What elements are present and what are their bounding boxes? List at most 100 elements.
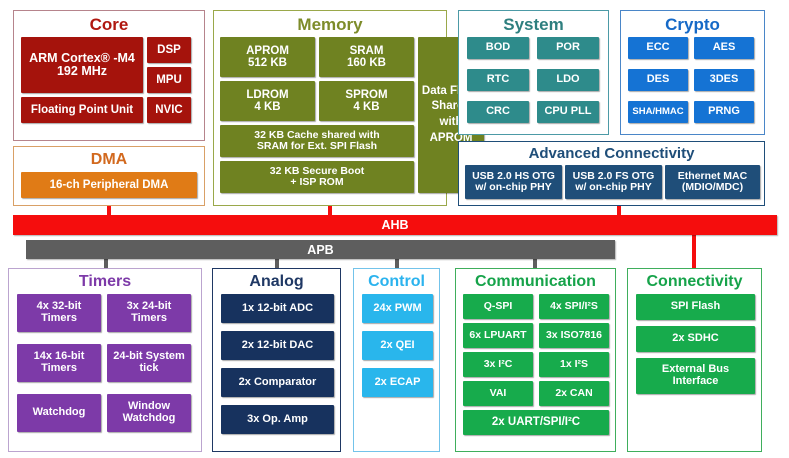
control-block-pwm: 24x PWM: [362, 294, 433, 323]
memory-block-cache: 32 KB Cache shared with SRAM for Ext. SP…: [220, 125, 414, 157]
advanced-usb-fs-line2: w/ on-chip PHY: [575, 181, 652, 193]
advanced-usb-fs-line1: USB 2.0 FS OTG: [572, 169, 655, 182]
memory-boot-line1: 32 KB Secure Boot: [269, 164, 365, 177]
memory-cache-line2: SRAM for Ext. SPI Flash: [256, 140, 378, 152]
panel-title-system: System: [503, 15, 564, 34]
connector-memory-to-ahb: [328, 206, 332, 216]
advanced-connectivity-block-grid: USB 2.0 HS OTG w/ on-chip PHY USB 2.0 FS…: [465, 165, 760, 201]
timers-32bit-line2: Timers: [41, 312, 77, 324]
connectivity-sdhc-line1: 2x SDHC: [672, 332, 719, 345]
dma-block-peripheral: 16-ch Peripheral DMA: [21, 172, 197, 198]
timers-24bit-line1: 3x 24-bit: [126, 300, 172, 313]
communication-block-lpuart: 6x LPUART: [463, 323, 533, 348]
memory-block-grid: APROM 512 KB SRAM 160 KB LDROM 4 KB SPRO…: [220, 37, 484, 197]
timers-block-grid: 4x 32-bit Timers 3x 24-bit Timers 14x 16…: [17, 294, 193, 442]
connector-system-to-ahb: [617, 206, 621, 216]
crypto-block-ecc: ECC: [628, 37, 688, 59]
core-block-cpu: ARM Cortex® -M4 192 MHz: [21, 37, 143, 93]
panel-title-communication: Communication: [475, 273, 596, 290]
advanced-ethernet-line2: (MDIO/MDC): [681, 181, 744, 193]
connectivity-block-spi-flash: SPI Flash: [636, 294, 755, 320]
connector-apb-to-analog: [275, 258, 279, 270]
communication-block-iso7816: 3x ISO7816: [539, 323, 609, 348]
connector-core-to-ahb: [107, 206, 111, 216]
analog-block-dac: 2x 12-bit DAC: [221, 331, 334, 360]
timers-window-watchdog-line1: Window: [127, 400, 171, 413]
crypto-block-prng: PRNG: [694, 101, 754, 123]
communication-block-i2c: 3x I²C: [463, 352, 533, 377]
memory-block-secure-boot: 32 KB Secure Boot + ISP ROM: [220, 161, 414, 193]
communication-block-i2s: 1x I²S: [539, 352, 609, 377]
crypto-block-grid: ECC AES DES 3DES SHA/HMAC PRNG: [628, 37, 757, 125]
system-block-crc: CRC: [467, 101, 529, 123]
communication-block-uart-spi-i2c: 2x UART/SPI/I²C: [463, 410, 609, 435]
advanced-block-usb-hs: USB 2.0 HS OTG w/ on-chip PHY: [465, 165, 562, 199]
panel-title-analog: Analog: [249, 273, 304, 290]
memory-sram-size: 160 KB: [347, 57, 386, 69]
core-block-nvic: NVIC: [147, 97, 191, 123]
panel-dma: DMA 16-ch Peripheral DMA: [13, 146, 205, 206]
panel-timers: Timers 4x 32-bit Timers 3x 24-bit Timers…: [8, 268, 202, 452]
panel-title-connectivity: Connectivity: [646, 273, 743, 290]
system-block-rtc: RTC: [467, 69, 529, 91]
crypto-block-3des: 3DES: [694, 69, 754, 91]
system-block-grid: BOD POR RTC LDO CRC CPU PLL: [467, 37, 600, 125]
panel-advanced-connectivity: Advanced Connectivity USB 2.0 HS OTG w/ …: [458, 141, 765, 206]
memory-boot-line2: + ISP ROM: [290, 176, 344, 188]
panel-crypto: Crypto ECC AES DES 3DES SHA/HMAC PRNG: [620, 10, 765, 135]
system-block-por: POR: [537, 37, 599, 59]
connectivity-ebi-line1: External Bus: [661, 363, 730, 376]
memory-sram-name: SRAM: [349, 44, 384, 57]
panel-title-control: Control: [368, 273, 425, 290]
communication-block-vai: VAI: [463, 381, 533, 406]
connectivity-block-external-bus-interface: External Bus Interface: [636, 358, 755, 394]
timers-16bit-line1: 14x 16-bit: [33, 350, 85, 363]
memory-sprom-size: 4 KB: [353, 101, 380, 113]
connector-apb-to-communication: [533, 258, 537, 270]
memory-block-ldrom: LDROM 4 KB: [220, 81, 315, 121]
panel-control: Control 24x PWM 2x QEI 2x ECAP: [353, 268, 440, 452]
panel-title-timers: Timers: [78, 273, 132, 290]
panel-memory: Memory APROM 512 KB SRAM 160 KB LDROM 4 …: [213, 10, 484, 206]
control-block-grid: 24x PWM 2x QEI 2x ECAP: [362, 294, 433, 442]
connectivity-ebi-line2: Interface: [672, 375, 719, 387]
memory-block-sprom: SPROM 4 KB: [319, 81, 414, 121]
analog-block-grid: 1x 12-bit ADC 2x 12-bit DAC 2x Comparato…: [221, 294, 334, 442]
advanced-usb-hs-line1: USB 2.0 HS OTG: [472, 169, 555, 182]
system-block-ldo: LDO: [537, 69, 599, 91]
timers-watchdog-line1: Watchdog: [32, 406, 86, 419]
communication-block-spi-i2s: 4x SPI/I²S: [539, 294, 609, 319]
core-block-mpu: MPU: [147, 67, 191, 93]
analog-block-adc: 1x 12-bit ADC: [221, 294, 334, 323]
timers-24bit-line2: Timers: [131, 312, 167, 324]
panel-connectivity: Connectivity SPI Flash 2x SDHC External …: [627, 268, 762, 452]
panel-title-memory: Memory: [297, 15, 363, 34]
advanced-ethernet-line1: Ethernet MAC: [677, 169, 748, 182]
connector-apb-to-timers: [104, 258, 108, 270]
connector-apb-to-control: [395, 258, 399, 270]
core-cpu-line2: 192 MHz: [56, 64, 108, 78]
crypto-block-des: DES: [628, 69, 688, 91]
analog-block-op-amp: 3x Op. Amp: [221, 405, 334, 434]
bus-ahb: AHB: [13, 215, 777, 235]
advanced-block-usb-fs: USB 2.0 FS OTG w/ on-chip PHY: [565, 165, 662, 199]
memory-ldrom-size: 4 KB: [254, 101, 281, 113]
panel-title-core: Core: [89, 15, 129, 34]
memory-sprom-name: SPROM: [345, 88, 388, 101]
timers-block-systick: 24-bit System tick: [107, 344, 191, 382]
core-block-dsp: DSP: [147, 37, 191, 63]
timers-window-watchdog-line2: Watchdog: [122, 412, 176, 424]
connectivity-block-grid: SPI Flash 2x SDHC External Bus Interface: [636, 294, 755, 442]
connector-ahb-to-connectivity: [692, 234, 696, 270]
memory-cache-line1: 32 KB Cache shared with: [254, 128, 380, 141]
analog-block-comparator: 2x Comparator: [221, 368, 334, 397]
bus-apb: APB: [26, 240, 615, 259]
timers-systick-line1: 24-bit System: [113, 350, 185, 363]
timers-32bit-line1: 4x 32-bit: [36, 300, 82, 313]
panel-title-crypto: Crypto: [665, 15, 720, 34]
system-block-bod: BOD: [467, 37, 529, 59]
advanced-usb-hs-line2: w/ on-chip PHY: [475, 181, 552, 193]
memory-ldrom-name: LDROM: [246, 88, 289, 101]
panel-system: System BOD POR RTC LDO CRC CPU PLL: [458, 10, 609, 135]
